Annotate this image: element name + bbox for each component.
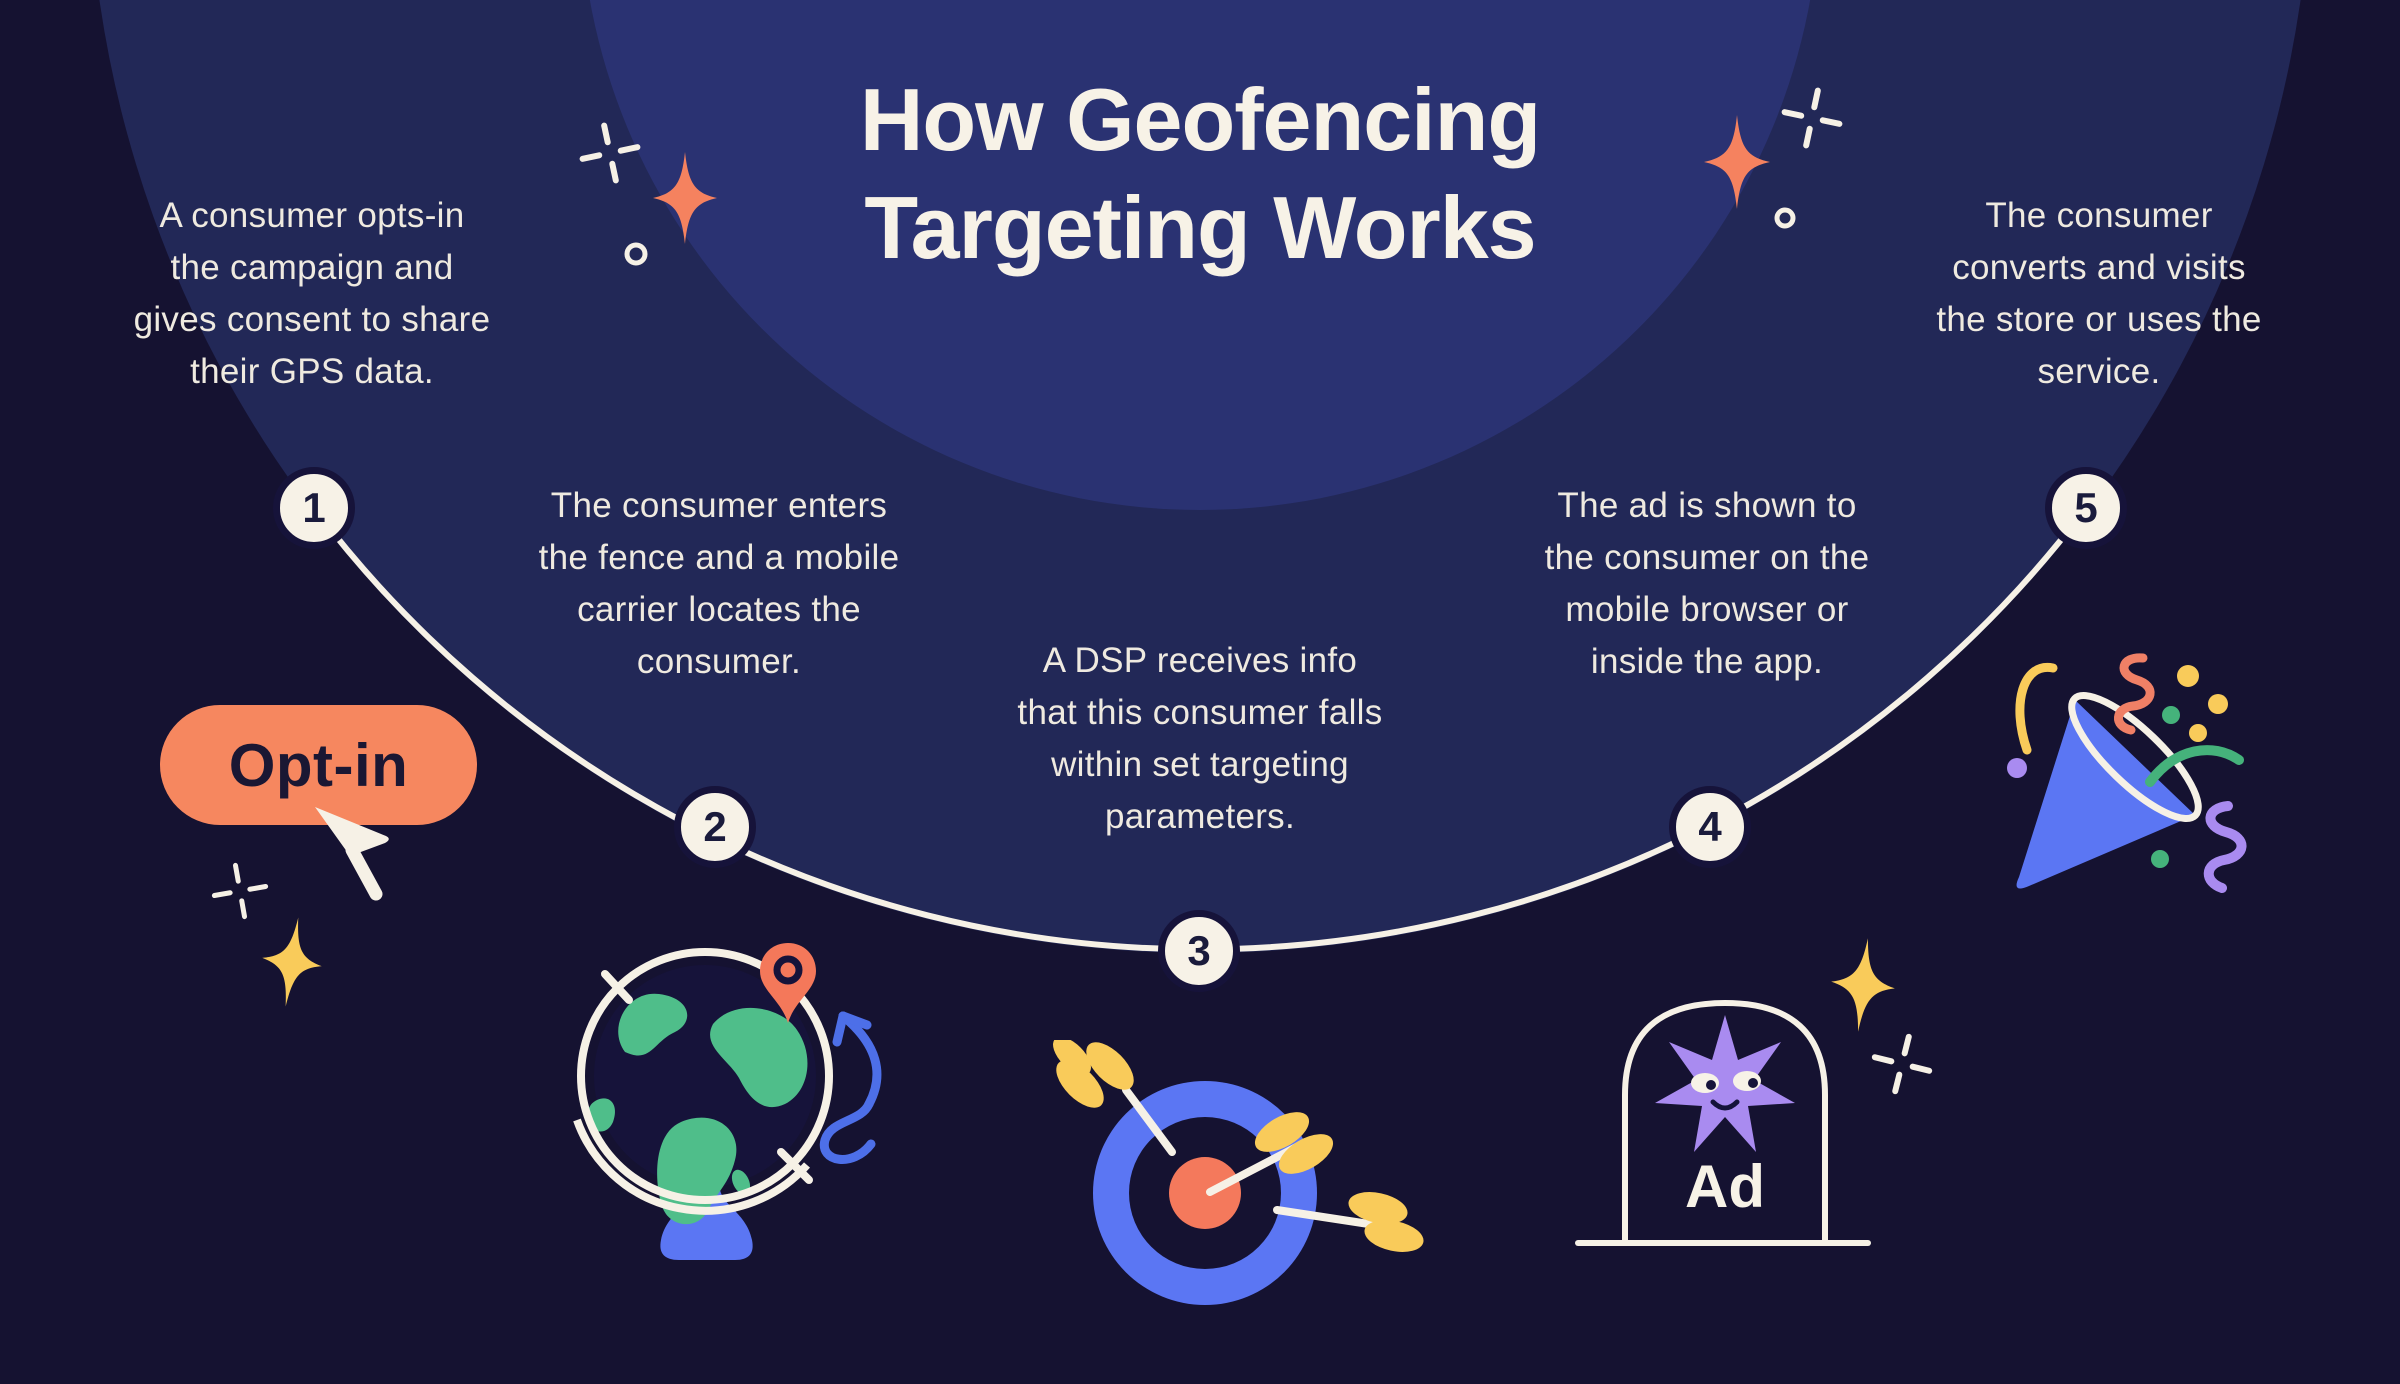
- spotlight-circle: [589, 0, 1811, 510]
- sparkle-plus-icon: [211, 862, 269, 920]
- sparkle-4point-star-icon: [262, 917, 322, 1007]
- step-4-number: 4: [1698, 803, 1722, 850]
- confetti: [2015, 653, 2247, 893]
- popper-cone: [2016, 700, 2195, 889]
- step-5-badge: 5: [2045, 467, 2127, 549]
- step-3-number: 3: [1187, 927, 1211, 974]
- globe-icon: [573, 943, 882, 1260]
- step-2-number: 2: [703, 803, 727, 850]
- globe-continents: [588, 993, 808, 1225]
- sparkle-4point-star-icon: [1831, 938, 1895, 1032]
- arrow-icon: [1206, 1112, 1334, 1196]
- step-3-text: A DSP receives info that this consumer f…: [1017, 641, 1383, 836]
- confetti-dots: [2007, 665, 2228, 868]
- step-1-number: 1: [302, 484, 326, 531]
- step-5-text: The consumer converts and visits the sto…: [1936, 196, 2262, 391]
- arrow-icon: [1273, 1192, 1424, 1252]
- sparkle-4point-star-icon: [653, 152, 717, 244]
- step-1-text: A consumer opts-in the campaign and give…: [133, 196, 491, 391]
- ad-label: Ad: [1685, 1153, 1765, 1220]
- party-popper-icon: [2007, 653, 2247, 893]
- target-icon: [1053, 1040, 1424, 1305]
- sparkle-4point-star-icon: [1704, 115, 1770, 209]
- step-1-badge: 1: [273, 467, 355, 549]
- sparkle-plus-icon: [1781, 87, 1843, 149]
- opt-in-label: Opt-in: [228, 731, 409, 799]
- sparkle-plus-icon: [1871, 1033, 1933, 1095]
- page-title: How Geofencing Targeting Works: [859, 70, 1541, 277]
- step-3-badge: 3: [1158, 910, 1240, 992]
- step-4-badge: 4: [1669, 786, 1751, 868]
- location-pin-icon: [760, 943, 816, 1023]
- star-character-icon: [1655, 1015, 1795, 1152]
- cursor-arrow-icon: [315, 807, 389, 901]
- arrow-icon: [1053, 1040, 1176, 1156]
- step-2-text: The consumer enters the fence and a mobi…: [538, 486, 900, 681]
- sparkle-plus-icon: [579, 122, 641, 184]
- sparkle-ring-icon: [624, 242, 648, 266]
- globe-base: [660, 1182, 753, 1260]
- sparkle-ring-icon: [1774, 207, 1796, 229]
- rotate-arrow-icon: [819, 1011, 882, 1164]
- ad-billboard-icon: [1575, 999, 1871, 1246]
- step-2-badge: 2: [674, 786, 756, 868]
- step-4-text: The ad is shown to the consumer on the m…: [1544, 486, 1870, 681]
- opt-in-button[interactable]: Opt-in: [160, 705, 477, 825]
- step-5-number: 5: [2074, 484, 2098, 531]
